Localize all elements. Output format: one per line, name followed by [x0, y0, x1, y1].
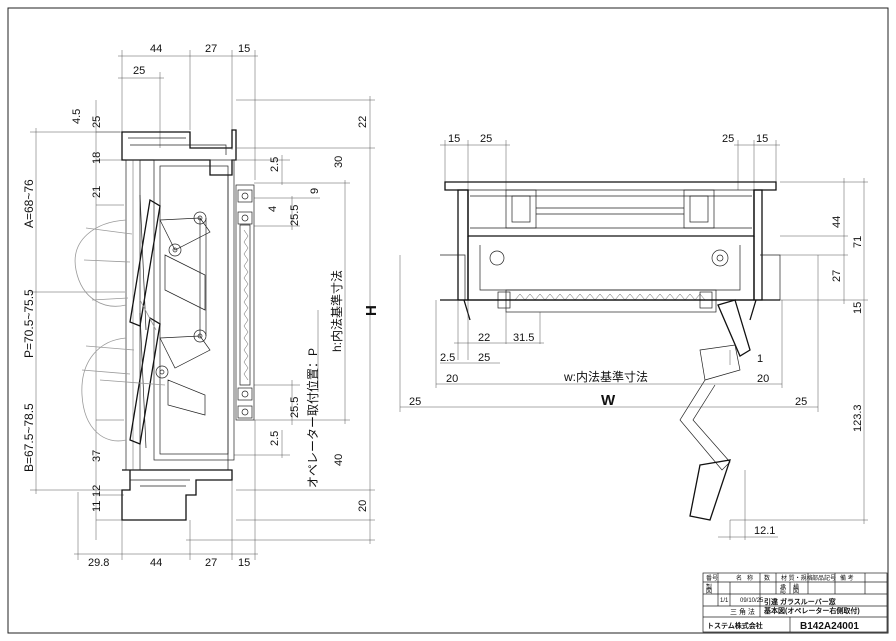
dim-r-20-left: 20: [446, 373, 458, 385]
dim-r-20-right: 20: [757, 373, 769, 385]
right-section-view: [399, 140, 868, 540]
dim-r-27: 27: [831, 270, 843, 282]
tb-scale: 1/1: [720, 598, 729, 604]
dim-top-25: 25: [133, 65, 145, 77]
dim-r-71: 71: [852, 236, 864, 248]
dim-left-4-5: 4.5: [71, 109, 83, 124]
left-section-view: [30, 50, 375, 560]
dim-left-25: 25: [91, 116, 103, 128]
dim-bottom-29-8: 29.8: [88, 557, 109, 569]
w-inner-label: w:内法基準寸法: [563, 369, 648, 384]
tb-drawing-number: B142A24001: [800, 621, 859, 632]
tb-title-line2: 基本図(オペレーター右側取付): [763, 606, 860, 615]
W-label: W: [601, 392, 616, 409]
tb-mark-3: 図: [793, 588, 799, 595]
sheet-border: [7, 7, 889, 634]
tb-header-name2: 称: [747, 574, 753, 582]
dim-r-44: 44: [831, 216, 843, 228]
dim-r-22: 22: [478, 332, 490, 344]
tb-header-part: 部品記号: [812, 574, 836, 582]
tb-mark-4: 製: [706, 583, 712, 591]
tb-header-note: 備 考: [840, 574, 854, 582]
tb-mark-5: 図: [706, 588, 712, 595]
dim-P-range: P=70.5~75.5: [22, 289, 36, 358]
dim-left-37: 37: [91, 450, 103, 462]
dim-A-range: A=68~76: [22, 179, 36, 228]
dim-r-top-25a: 25: [480, 133, 492, 145]
dim-top-27: 27: [205, 43, 217, 55]
dim-right-25-5-top: 25.5: [289, 205, 301, 226]
dim-right-30: 30: [333, 156, 345, 168]
dim-r-25-right: 25: [795, 396, 807, 408]
tb-company: トステム株式会社: [707, 621, 763, 630]
tb-date: 09/10/25: [740, 598, 764, 604]
dim-r-25-left: 25: [409, 396, 421, 408]
dim-left-12: 12: [91, 485, 103, 497]
tb-header-no: 番号: [706, 575, 718, 582]
dim-r-25-inner: 25: [478, 352, 490, 364]
dim-left-18: 18: [91, 152, 103, 164]
dim-right-40: 40: [333, 454, 345, 466]
dim-r-top-15a: 15: [448, 133, 460, 145]
tb-mark-0: 承: [780, 583, 786, 591]
tb-method: 三 角 法: [730, 607, 755, 616]
dim-r-15: 15: [852, 302, 864, 314]
dim-bottom-15: 15: [238, 557, 250, 569]
tb-header-material: 材 質・規格: [781, 574, 813, 582]
dim-r-123-3: 123.3: [852, 404, 864, 432]
title-block: [702, 572, 888, 633]
dim-right-20: 20: [357, 500, 369, 512]
dim-r-top-25b: 25: [722, 133, 734, 145]
dim-top-44: 44: [150, 43, 162, 55]
operator-position-label: オペレーター取付位置：P: [305, 348, 320, 488]
dim-top-15: 15: [238, 43, 250, 55]
tb-header-name1: 名: [736, 574, 742, 582]
tb-header-qty: 数: [764, 574, 770, 582]
dim-left-21: 21: [91, 186, 103, 198]
dim-r-top-15b: 15: [756, 133, 768, 145]
dim-right-4: 4: [267, 206, 279, 212]
dim-right-9: 9: [309, 188, 321, 194]
dim-r-1: 1: [757, 353, 763, 365]
dim-r-2-5: 2.5: [440, 352, 455, 364]
dim-B-range: B=67.5~78.5: [22, 403, 36, 472]
dim-right-22: 22: [357, 116, 369, 128]
dim-right-2-5-bottom: 2.5: [269, 431, 281, 446]
dim-bottom-27: 27: [205, 557, 217, 569]
tb-title-line1: 引違 ガラスルーバー窓: [764, 597, 836, 606]
dim-right-25-5-bottom: 25.5: [289, 397, 301, 418]
dim-r-31-5: 31.5: [513, 332, 534, 344]
H-label: H: [363, 305, 380, 316]
dim-right-2-5-top: 2.5: [269, 157, 281, 172]
dim-left-11: 11: [91, 501, 103, 512]
dim-r-12-1: 12.1: [754, 525, 775, 537]
dim-bottom-44: 44: [150, 557, 162, 569]
tb-mark-2: 検: [793, 583, 799, 591]
h-inner-label: h:内法基準寸法: [329, 270, 344, 352]
tb-mark-1: 認: [780, 587, 786, 595]
